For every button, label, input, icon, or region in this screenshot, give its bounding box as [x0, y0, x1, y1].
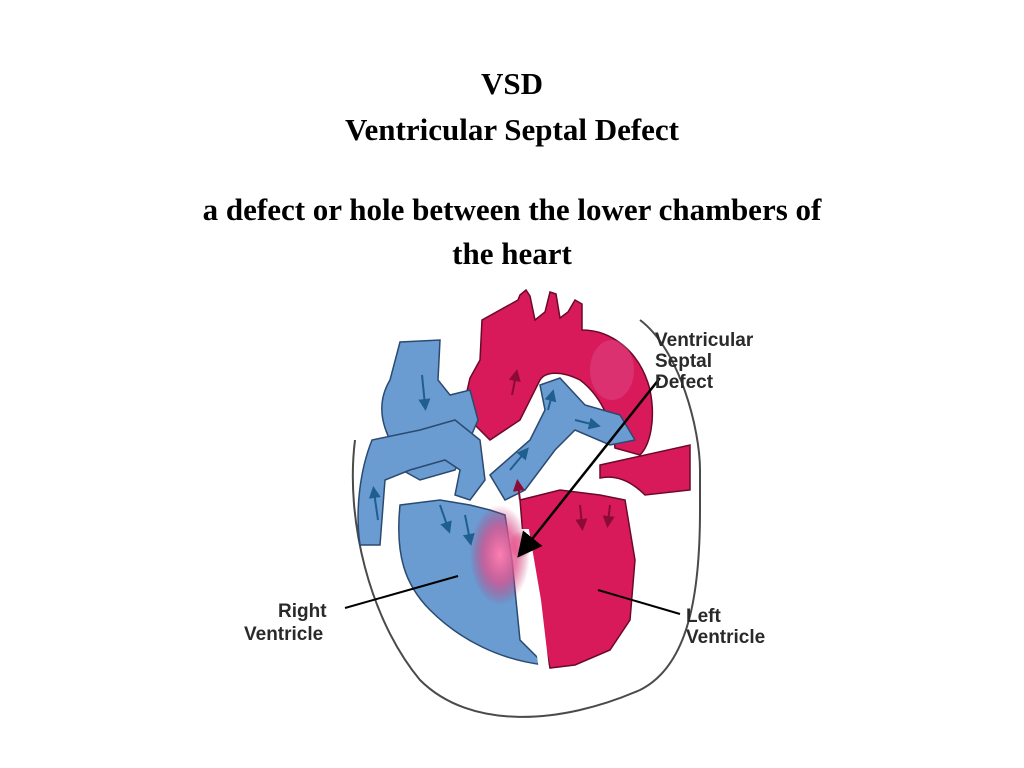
slide-subtitle: Ventricular Septal Defect [344, 112, 680, 147]
flow-arrow [602, 504, 615, 528]
flow-arrow [418, 374, 431, 411]
left-ventricle-pointer-line [597, 589, 681, 615]
flow-arrow [544, 389, 557, 411]
heart-outline [351, 319, 701, 718]
right-ventricle-label-line-1: Right [278, 601, 327, 622]
vsd-mixing-region [470, 505, 530, 605]
right-atrium [357, 419, 486, 546]
flow-arrow [508, 369, 521, 396]
flow-arrow [512, 479, 525, 501]
description-line-1: a defect or hole between the lower chamb… [202, 192, 822, 227]
left-ventricle-label-line-1: Left [686, 606, 722, 627]
right-ventricle-pointer-line [344, 575, 459, 609]
vsd-label-line-1: Ventricular [655, 330, 754, 351]
vsd-label-line-2: Septal [655, 351, 712, 372]
pulmonary-vein [599, 444, 691, 496]
description-line-2: the heart [452, 236, 572, 271]
slide-title: VSD [480, 66, 543, 101]
flow-arrow [575, 504, 588, 531]
right-ventricle-label-line-2: Ventricle [244, 624, 323, 645]
flow-arrow [509, 447, 529, 471]
flow-arrow [439, 504, 452, 534]
flow-arrow [574, 417, 601, 430]
vsd-pointer-line [517, 377, 661, 558]
aorta-glow [590, 340, 634, 400]
pulmonary-artery [489, 377, 637, 501]
flow-arrow [368, 486, 381, 521]
vsd-label-line-3: Defect [655, 372, 714, 393]
left-ventricle-label-line-2: Ventricle [686, 627, 765, 648]
flow-arrow [462, 514, 475, 546]
aorta [464, 288, 654, 456]
